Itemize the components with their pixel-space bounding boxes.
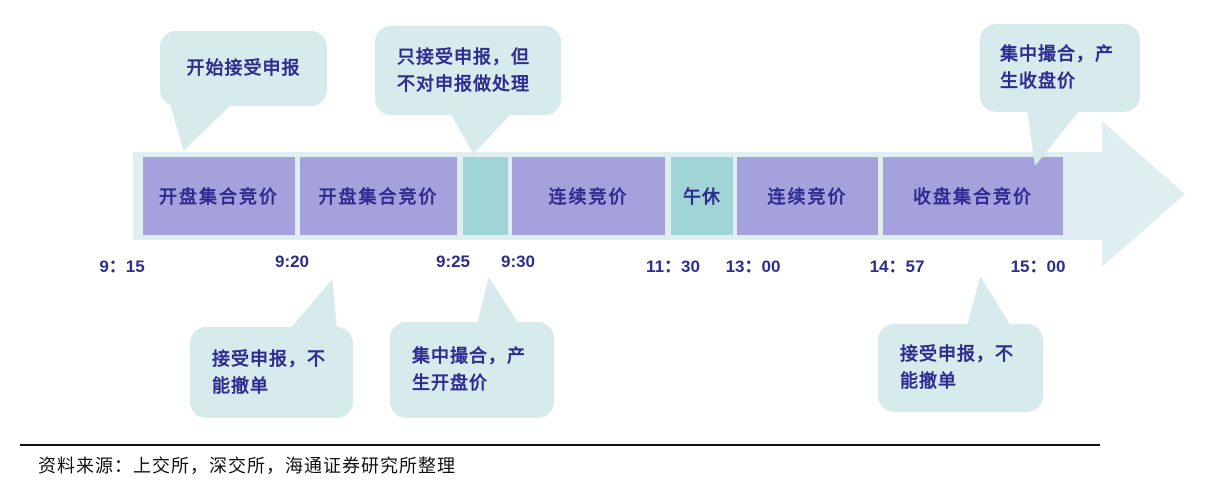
footer-divider — [20, 444, 1100, 446]
callout-text: 开始接受申报 — [186, 58, 301, 78]
callout-text: 集中撮合，产 生收盘价 — [1000, 44, 1114, 91]
callout-text: 接受申报，不 能撤单 — [900, 344, 1014, 391]
callout-tail-icon — [967, 276, 1011, 326]
callout-tail-icon — [290, 279, 337, 329]
callout-text: 集中撮合，产 生开盘价 — [412, 346, 526, 393]
segment-pre-open-pause — [463, 157, 508, 235]
segment-closing-call-auction: 收盘集合竞价 — [883, 157, 1063, 235]
callout-tail-icon — [170, 104, 232, 151]
callout-orders-accepted-not-processed: 只接受申报，但 不对申报做处理 — [375, 26, 561, 115]
time-label-1300: 13：00 — [725, 257, 781, 276]
time-label-925: 9:25 — [435, 252, 471, 271]
time-label-920: 9:20 — [274, 252, 310, 271]
segment-continuous-auction-afternoon: 连续竞价 — [737, 157, 878, 235]
callout-start-accepting-orders: 开始接受申报 — [160, 31, 327, 106]
segment-lunch-break: 午休 — [671, 157, 733, 235]
callout-matching-produces-opening-price: 集中撮合，产 生开盘价 — [390, 322, 554, 418]
segment-continuous-auction-morning: 连续竞价 — [512, 157, 665, 235]
time-label-1130: 11：30 — [646, 257, 700, 276]
segment-opening-call-auction-2: 开盘集合竞价 — [300, 157, 457, 235]
time-label-1457: 14：57 — [869, 257, 925, 276]
segment-opening-call-auction-1: 开盘集合竞价 — [143, 157, 295, 235]
callout-tail-icon — [477, 277, 519, 324]
callout-text: 只接受申报，但 不对申报做处理 — [397, 46, 530, 94]
callout-matching-produces-closing-price: 集中撮合，产 生收盘价 — [980, 24, 1140, 112]
time-label-930: 9:30 — [500, 252, 536, 271]
time-label-915: 9：15 — [99, 257, 145, 276]
callout-tail-icon — [450, 113, 512, 154]
timeline-arrow-head-icon — [1102, 121, 1185, 267]
time-label-1500: 15：00 — [1010, 257, 1066, 276]
source-note: 资料来源：上交所，深交所，海通证券研究所整理 — [38, 456, 456, 476]
callout-text: 接受申报，不 能撤单 — [212, 348, 326, 396]
callout-orders-accepted-no-cancel-1: 接受申报，不 能撤单 — [190, 327, 353, 418]
callout-orders-accepted-no-cancel-2: 接受申报，不 能撤单 — [878, 324, 1043, 412]
